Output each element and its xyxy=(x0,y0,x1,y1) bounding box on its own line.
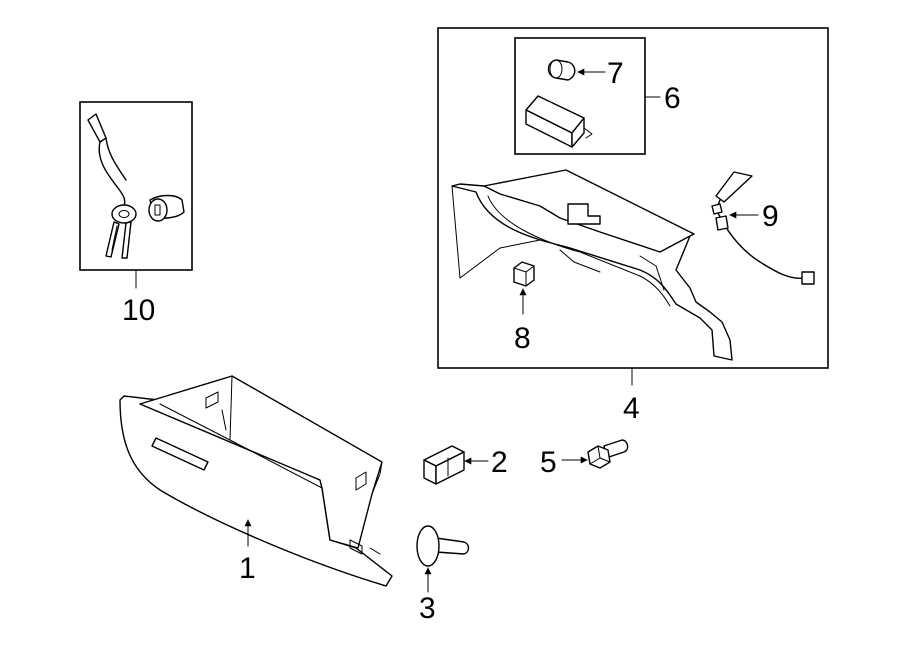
callout-7: 7 xyxy=(607,57,624,90)
glove-box-drawing xyxy=(119,375,393,587)
lock-keys-drawing xyxy=(87,113,137,259)
callout-10: 10 xyxy=(122,294,155,327)
switch-drawing xyxy=(513,261,535,287)
callout-8: 8 xyxy=(514,322,531,355)
bolt-drawing xyxy=(587,439,629,469)
lock-cylinder-drawing xyxy=(148,194,185,222)
callout-2: 2 xyxy=(491,446,508,479)
callout-9: 9 xyxy=(762,200,779,233)
clip-drawing xyxy=(423,445,465,485)
wiring-harness-drawing xyxy=(711,171,815,285)
glove-box-frame-kit-box xyxy=(437,27,829,369)
push-pin-drawing xyxy=(416,525,470,567)
callout-5: 5 xyxy=(540,446,557,479)
callout-4: 4 xyxy=(623,392,640,425)
callout-6: 6 xyxy=(664,82,681,115)
glove-box-frame-drawing xyxy=(451,169,733,361)
bulb-drawing xyxy=(547,59,576,81)
lamp-housing-drawing xyxy=(525,95,593,148)
lamp-kit-box xyxy=(514,37,646,155)
callout-1: 1 xyxy=(239,552,256,585)
callout-3: 3 xyxy=(419,592,436,625)
